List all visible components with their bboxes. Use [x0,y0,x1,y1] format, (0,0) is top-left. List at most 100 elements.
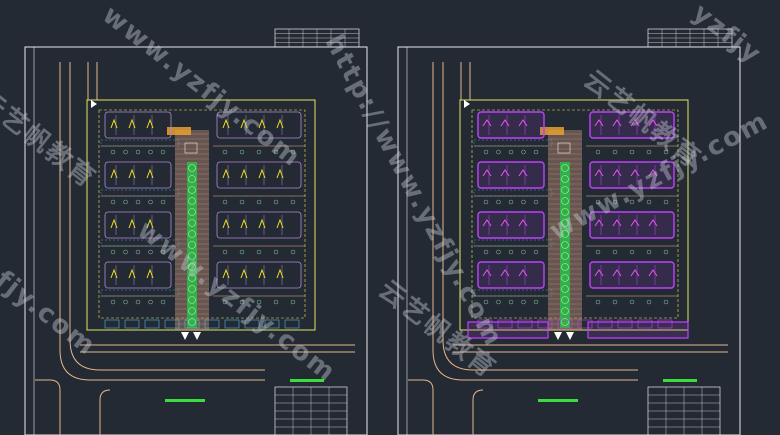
stair-core-marker [612,269,622,277]
shrub-symbol [148,299,153,305]
parking-strip [473,289,553,297]
road-edge-outer-left [432,62,638,381]
parking-strip [100,289,180,297]
shrub-symbol [612,249,618,255]
shrub-symbol [483,199,489,205]
entrance-arrow-west [91,100,97,108]
site-boundary [86,99,316,331]
road-edge-inner-left [442,62,638,371]
commercial-block-left [467,321,549,339]
sheet-frame-inner [33,46,368,435]
shrub-symbol [160,299,166,305]
parking-strip [100,139,180,147]
facility-box [497,319,513,329]
stair-core-marker [594,219,604,227]
residential-block [216,211,302,239]
shrub-symbol [533,149,539,155]
stair-core-marker [128,218,136,229]
residential-block [477,111,545,139]
shrub-symbol [148,149,153,155]
facility-box [284,319,300,329]
stair-core-marker [240,218,248,229]
stair-core-marker [128,268,136,279]
shrub-symbol [483,149,489,155]
stair-core-marker [222,268,230,279]
shrub-symbol [595,149,601,155]
shrub-symbol [160,249,166,255]
shrub-symbol [160,199,166,205]
facility-box [477,319,493,329]
shrub-symbol [646,149,652,155]
road-edge-bottom-mid [472,389,484,435]
stair-core-marker [276,268,284,279]
shrub-symbol [533,299,539,305]
shrub-symbol [508,249,514,255]
shrub-symbol [663,299,669,305]
stair-core-marker [648,219,658,227]
shrub-symbol [239,299,245,305]
parking-strip [100,239,180,247]
shrub-symbol [629,249,635,255]
shrub-symbol [483,249,489,255]
shrub-symbol [483,299,489,305]
stair-core-marker [222,118,230,129]
shrub-symbol [290,299,296,305]
tree-symbol [561,175,569,183]
facility-box [264,319,280,329]
shrub-symbol [595,199,601,205]
tree-symbol [561,219,569,227]
shrub-symbol [110,199,116,205]
shrub-symbol [222,299,228,305]
residential-block [477,161,545,189]
residential-block [477,211,545,239]
shrub-symbol [135,199,141,205]
tree-symbol [188,274,196,282]
shrub-symbol [239,249,245,255]
site-plan-sheet-right [397,28,741,435]
shrub-symbol [646,299,652,305]
shrub-symbol [533,199,539,205]
tree-symbol [188,241,196,249]
stair-core-marker [222,168,230,179]
residential-block [104,161,172,189]
facility-box [124,319,140,329]
stair-core-marker [146,268,154,279]
shrub-symbol [148,199,153,205]
tree-symbol [561,241,569,249]
stair-core-marker [276,168,284,179]
residential-block [477,261,545,289]
entrance-arrow-south [181,332,189,340]
commercial-block-right [587,321,689,339]
tree-symbol [561,274,569,282]
stair-core-marker [240,268,248,279]
facility-box [224,319,240,329]
tree-symbol [561,307,569,315]
stair-core-marker [258,168,266,179]
tree-symbol [188,175,196,183]
stair-core-marker [482,219,492,227]
stair-core-marker [518,169,528,177]
facility-box [557,319,573,329]
stair-core-marker [518,119,528,127]
tree-symbol [561,252,569,260]
internal-road-line [471,109,679,319]
stair-core-marker [128,168,136,179]
parking-strip [473,139,553,147]
road-edge-bottom-left [35,379,61,435]
stair-core-marker [612,219,622,227]
facility-box [657,319,673,329]
shrub-symbol [222,199,228,205]
stair-core-marker [258,118,266,129]
stair-core-marker [518,219,528,227]
stair-core-marker [500,119,510,127]
entrance-arrow-south-2 [193,332,201,340]
stair-core-marker [518,269,528,277]
tree-symbol [561,186,569,194]
tree-symbol [188,263,196,271]
stair-core-marker [594,169,604,177]
stair-core-marker [240,168,248,179]
tree-symbol [188,285,196,293]
tree-symbol [188,252,196,260]
road-edge-bottom-left [408,379,434,435]
stair-core-marker [594,269,604,277]
